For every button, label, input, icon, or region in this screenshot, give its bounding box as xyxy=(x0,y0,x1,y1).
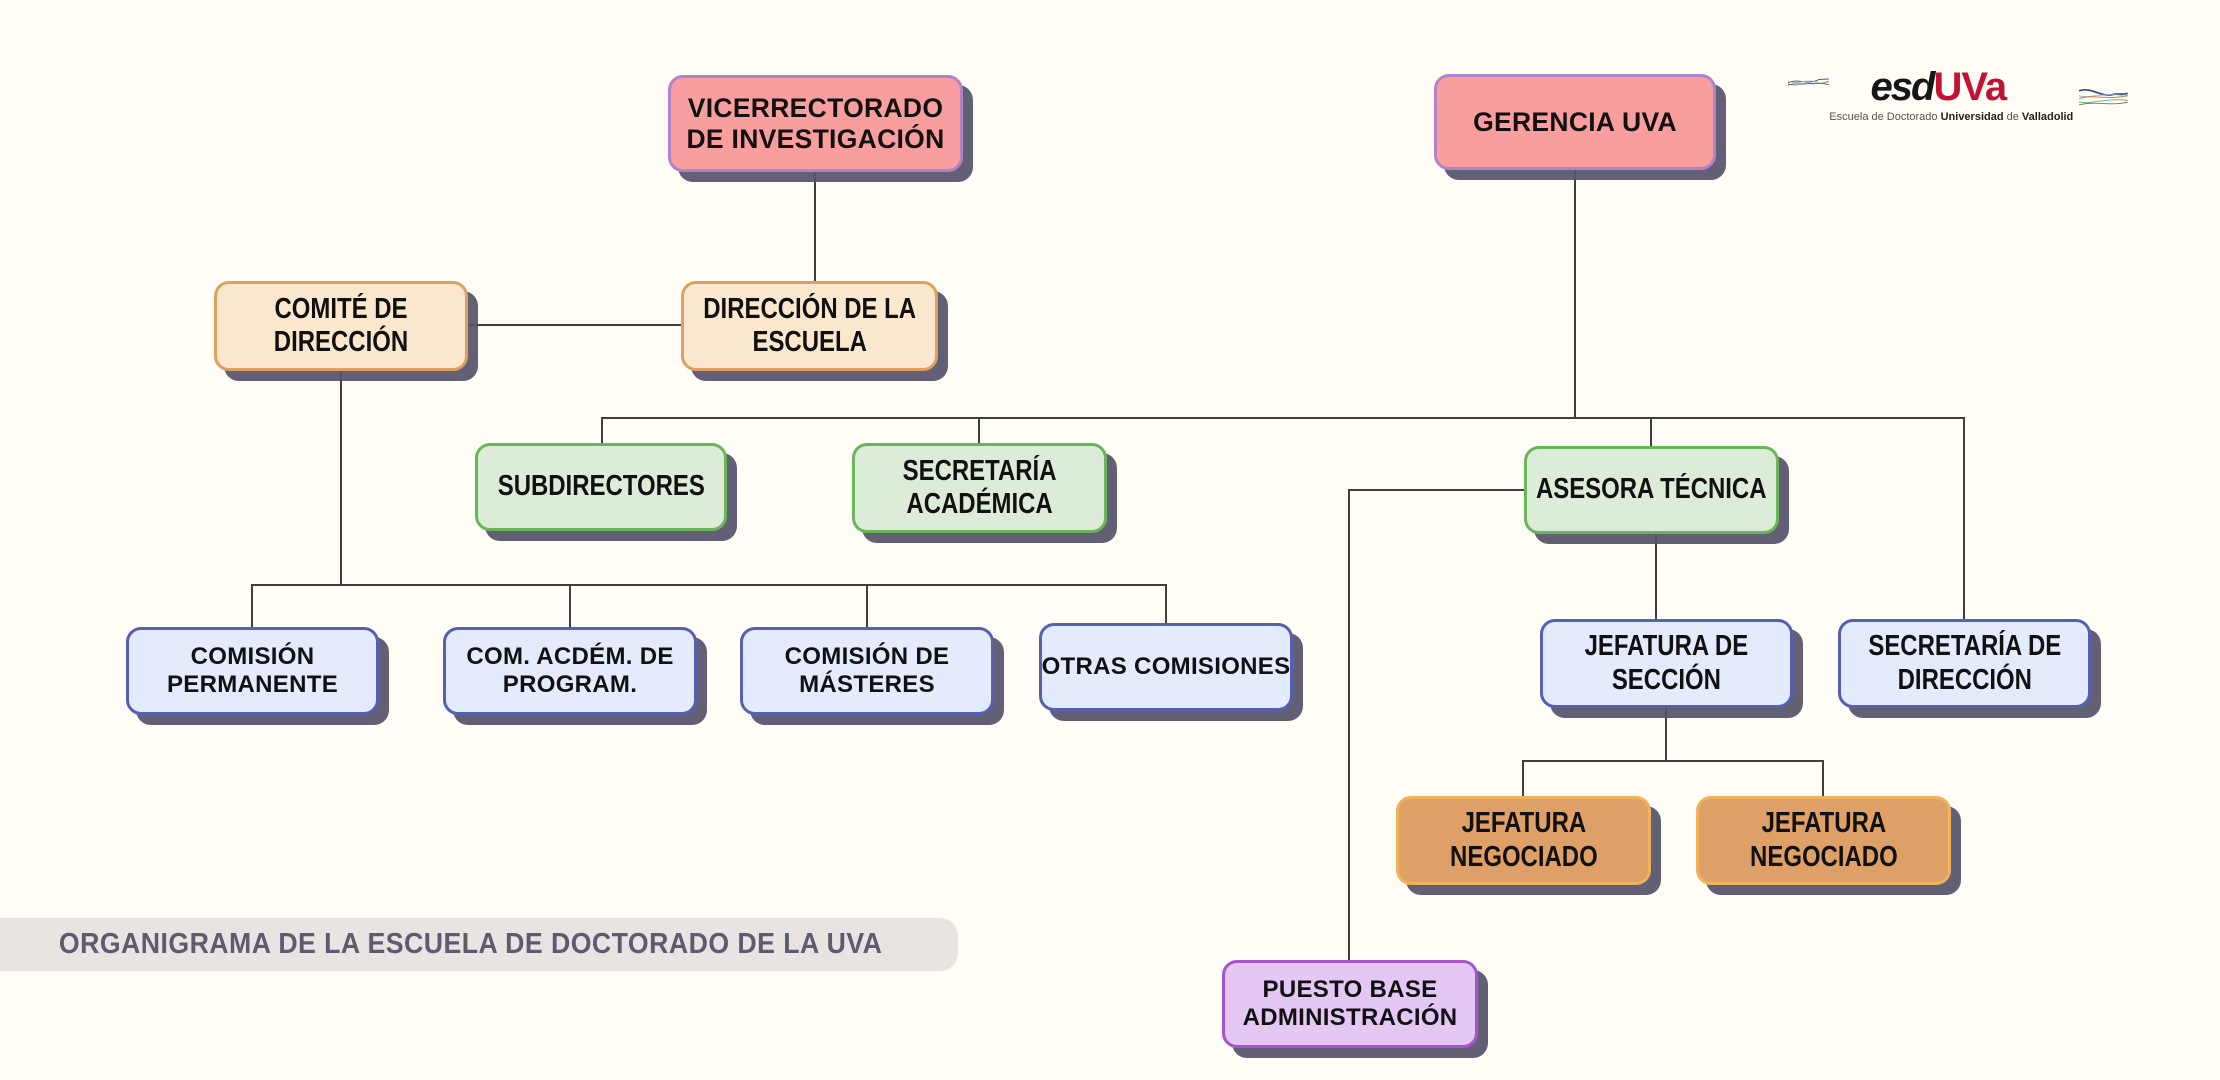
connector-line xyxy=(340,371,342,585)
connector-line xyxy=(1665,708,1667,761)
node-label: SUBDIRECTORES xyxy=(497,470,705,503)
connector-line xyxy=(814,172,816,282)
connector-line xyxy=(1963,417,1965,620)
node-label: GERENCIA UVA xyxy=(1473,106,1677,137)
connector-line xyxy=(1522,760,1524,797)
connector-line xyxy=(1822,760,1824,797)
node-otras-comisiones: OTRAS COMISIONES xyxy=(1039,623,1293,711)
connector-line xyxy=(468,324,682,326)
connector-line xyxy=(601,417,1964,419)
connector-line xyxy=(1655,534,1657,620)
page-title: ORGANIGRAMA DE LA ESCUELA DE DOCTORADO D… xyxy=(58,928,883,960)
node-asesora-tecnica: ASESORA TÉCNICA xyxy=(1524,446,1779,534)
connector-line xyxy=(978,417,980,444)
title-banner: ORGANIGRAMA DE LA ESCUELA DE DOCTORADO D… xyxy=(0,918,958,971)
node-gerencia-uva: GERENCIA UVA xyxy=(1434,74,1716,170)
connector-line xyxy=(1348,489,1350,961)
connector-line xyxy=(1348,489,1525,491)
connector-line xyxy=(601,417,603,444)
node-subdirectores: SUBDIRECTORES xyxy=(475,443,727,531)
connector-line xyxy=(1165,584,1167,624)
connector-line xyxy=(251,584,1167,586)
node-label: OTRAS COMISIONES xyxy=(1041,653,1291,681)
connector-line xyxy=(251,584,253,628)
connector-line xyxy=(1574,170,1576,419)
logo-esd-text: esd xyxy=(1870,65,1936,109)
connector-line xyxy=(1522,760,1824,762)
connector-line xyxy=(1650,417,1652,447)
logo-left-waves-icon xyxy=(1788,78,1830,86)
connector-line xyxy=(569,584,571,628)
logo-uva-text: UVa xyxy=(1933,65,2007,109)
node-label: ASESORA TÉCNICA xyxy=(1536,473,1767,506)
logo-subtitle: Escuela de Doctorado Universidad de Vall… xyxy=(1829,111,2074,123)
connector-line xyxy=(866,584,868,628)
logo-right-waves-icon xyxy=(2079,89,2128,106)
